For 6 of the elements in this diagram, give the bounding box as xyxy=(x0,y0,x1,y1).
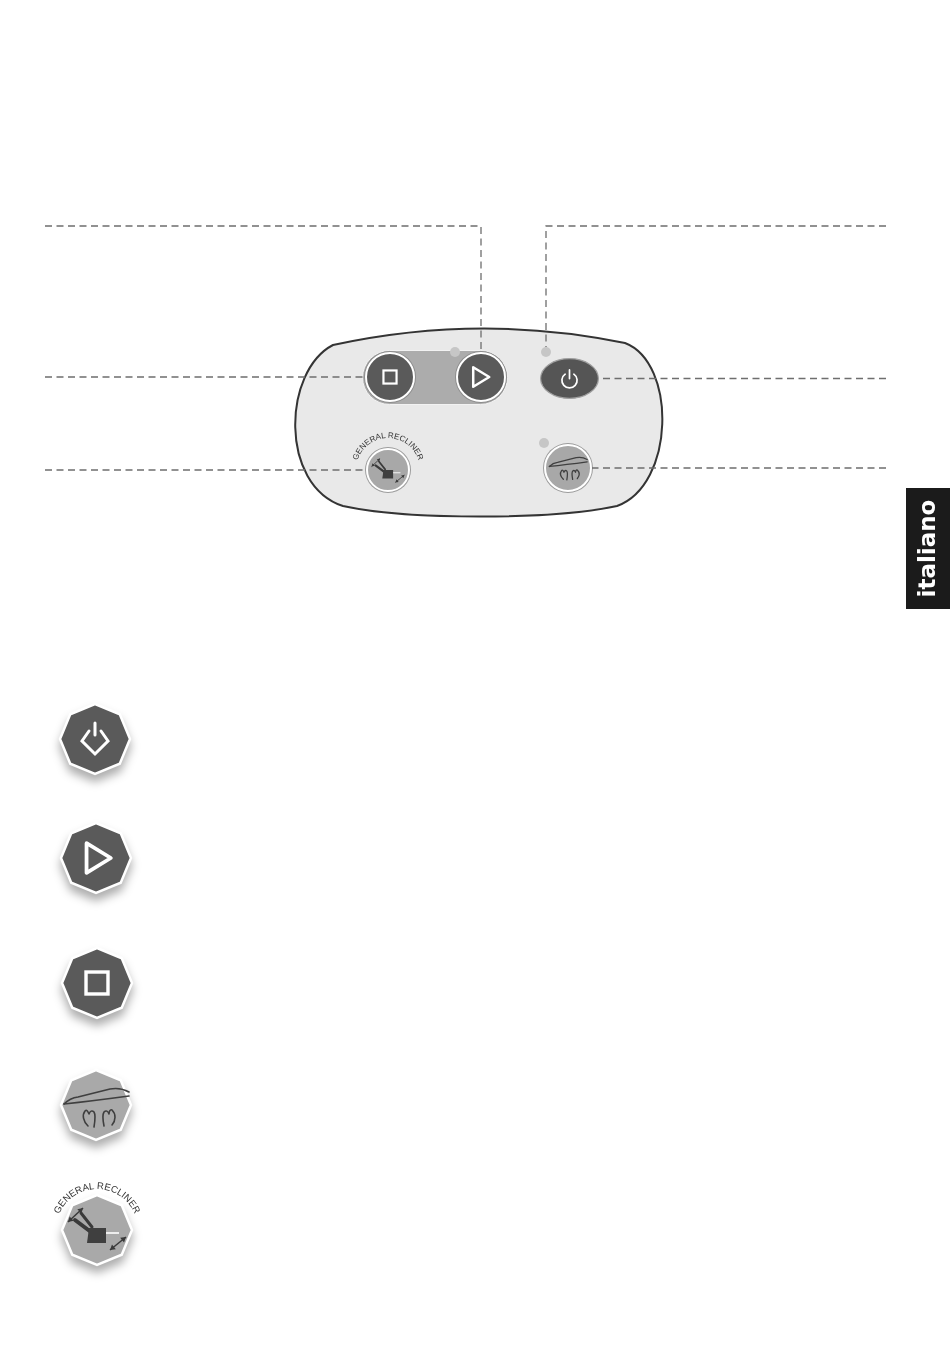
leader-line xyxy=(545,225,887,348)
leader-line xyxy=(591,467,887,469)
indicator-light-icon xyxy=(541,347,551,357)
leader-line xyxy=(44,376,366,378)
power-button xyxy=(540,358,599,399)
language-label: italiano xyxy=(916,499,940,598)
